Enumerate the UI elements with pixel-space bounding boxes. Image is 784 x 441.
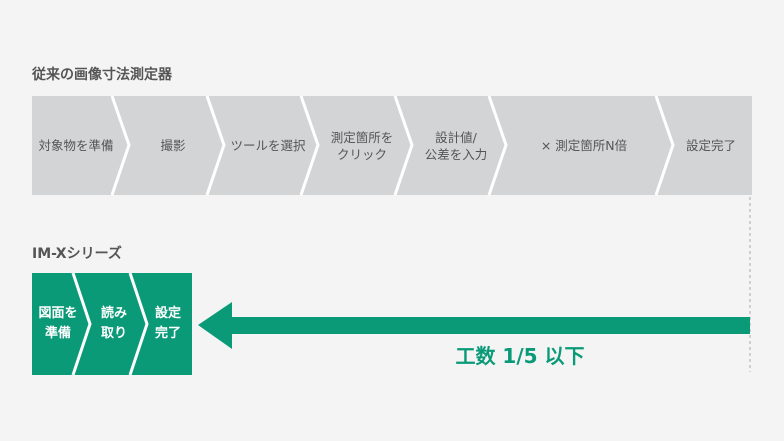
step-label: 設計値/ 公差を入力 [424,129,488,162]
chevron-divider [393,95,414,196]
chevron-divider [654,95,675,196]
arrow-left-icon [198,302,750,349]
chevron-divider [299,95,320,196]
imx-bar [32,273,192,375]
step-label: 測定箇所を クリック [330,129,394,162]
chevron-divider [71,272,92,376]
imx-title: IM-Xシリーズ [32,246,122,262]
step-label: ツールを選択 [230,138,306,153]
chevron-divider [110,95,131,196]
chevron-divider [128,272,149,376]
step-label: 読み 取り [100,306,127,341]
step-label: 図面を 準備 [38,306,78,341]
conventional-title: 従来の画像寸法測定器 [32,67,172,83]
chevron-divider [487,95,508,196]
step-label: 対象物を準備 [38,138,114,153]
step-label: × 測定箇所N倍 [540,138,628,153]
step-label: 設定完了 [685,138,736,153]
conventional-bar [32,96,752,195]
workload-ratio: 工数 1/5 以下 [455,344,585,368]
step-label: 撮影 [160,138,186,153]
step-label: 設定 完了 [154,306,181,341]
chevron-divider [205,95,226,196]
